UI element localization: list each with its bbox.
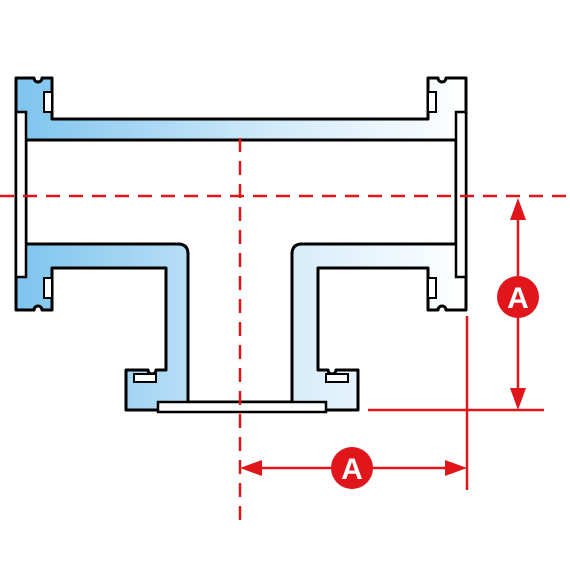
oring-right-bottom: [427, 277, 437, 299]
oring-left-top: [43, 91, 53, 113]
oring-bottom-left: [133, 373, 157, 383]
dimension-vertical-label: A: [507, 282, 529, 315]
dimension-horizontal-badge: [331, 447, 373, 489]
dimension-horizontal-arrow-right: [445, 460, 467, 476]
dimension-vertical-arrow-bottom: [510, 388, 526, 410]
oring-bottom-right: [325, 373, 349, 383]
oring-left-bottom: [43, 277, 53, 299]
left-flange-gasket: [14, 110, 28, 279]
dimension-horizontal-label: A: [341, 453, 363, 486]
bottom-flange-gasket: [156, 400, 328, 414]
dimension-horizontal-arrow-left: [240, 460, 262, 476]
dimension-vertical-arrow-top: [510, 198, 526, 220]
oring-right-top: [427, 91, 437, 113]
right-flange-gasket: [454, 110, 468, 279]
dimension-vertical-badge: [497, 276, 539, 318]
tee-bore: [24, 138, 458, 404]
